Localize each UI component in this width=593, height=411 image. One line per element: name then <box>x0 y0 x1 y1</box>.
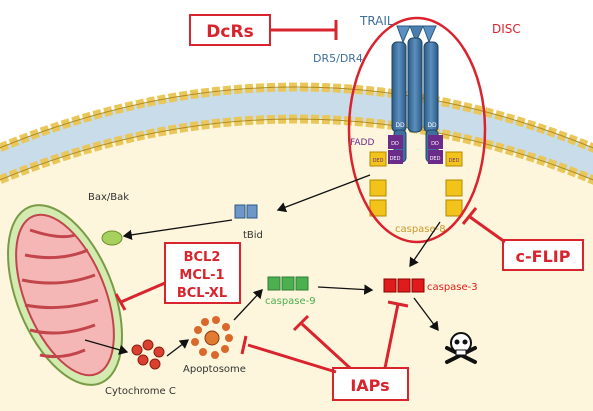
apoptosome <box>191 316 233 359</box>
mitochondrion <box>7 204 123 386</box>
disc-ellipse <box>347 16 487 244</box>
mcl1-label: MCL-1 <box>179 268 224 283</box>
dcrs-box: DcRs <box>189 14 271 46</box>
bclxl-label: BCL-XL <box>177 286 227 301</box>
arrow-casp8-to-casp3 <box>409 221 441 268</box>
cell-membrane <box>0 82 593 411</box>
bcl2-inhibit-line <box>120 281 166 304</box>
fadd-left: DD DED <box>388 135 403 164</box>
tbid <box>234 204 258 219</box>
dr5-dr4-label: DR5/DR4 <box>313 52 363 65</box>
disc-label: DISC <box>492 22 521 36</box>
trail-label: TRAIL <box>359 14 394 28</box>
caspase8-left-ded: DED <box>373 158 384 164</box>
caspase-3 <box>383 278 425 293</box>
tbid-label: tBid <box>243 230 263 241</box>
caspase-3-label: caspase-3 <box>427 282 478 293</box>
arrow-apoptosome-to-casp9 <box>233 289 263 321</box>
cflip-box: c-FLIP <box>502 239 584 271</box>
caspase-9 <box>267 276 309 291</box>
arrow-tbid-to-bax <box>122 219 233 241</box>
bax-bak-label: Bax/Bak <box>88 192 129 203</box>
cytochrome-c-label: Cytochrome C <box>105 386 176 397</box>
cflip-inhibit-line <box>469 215 506 244</box>
cflip-label: c-FLIP <box>516 247 571 266</box>
fadd-right-ded: DED <box>430 156 441 162</box>
cytochrome-c <box>131 339 165 370</box>
caspase8-right-ded: DED <box>449 158 460 164</box>
fadd-right-dd: DD <box>431 141 439 147</box>
caspase-8-left: DED <box>369 151 387 217</box>
fadd-label: FADD <box>350 138 374 148</box>
cflip-inhibit-bar <box>461 207 478 225</box>
apoptosome-label: Apoptosome <box>183 364 246 375</box>
fadd-right: DD DED <box>428 135 443 164</box>
fadd-left-dd: DD <box>391 141 399 147</box>
caspase-9-label: caspase-9 <box>265 296 316 307</box>
arrow-mito-to-cytc <box>84 339 129 355</box>
fadd-left-ded: DED <box>390 156 401 162</box>
bcl2-family-box: BCL2 MCL-1 BCL-XL <box>164 242 241 304</box>
caspase-8-label: caspase-8 <box>395 224 446 235</box>
iaps-inhibit-lines <box>240 300 409 374</box>
arrow-cytc-to-apoptosome <box>166 339 190 357</box>
iaps-box: IAPs <box>332 367 409 401</box>
dd-label-left: DD <box>395 122 405 129</box>
trail-ligand <box>396 25 437 44</box>
bcl2-label: BCL2 <box>184 250 221 265</box>
skull-icon <box>445 332 477 364</box>
bcl2-inhibit-bar <box>114 293 127 311</box>
caspase-8-right: DED <box>445 151 463 217</box>
iaps-label: IAPs <box>350 376 389 395</box>
arrow-casp8-to-tbid <box>276 174 371 213</box>
dd-label-right: DD <box>427 122 437 129</box>
arrow-casp9-to-casp3 <box>317 284 374 295</box>
dcrs-label: DcRs <box>206 22 253 42</box>
arrow-casp3-to-death <box>413 297 439 332</box>
